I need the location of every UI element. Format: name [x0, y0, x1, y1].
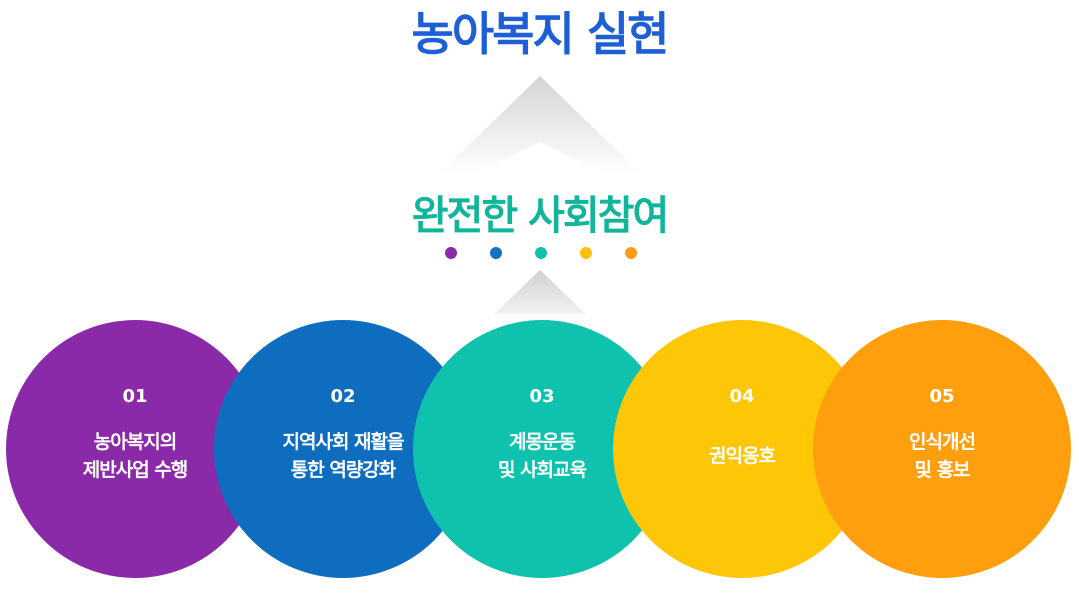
item-label-line: 권익옹호: [709, 445, 776, 467]
dot-purple: [445, 247, 457, 259]
lower-chevron-arrow-icon: [494, 270, 586, 314]
item-number: 01: [122, 386, 148, 407]
color-dots: [439, 247, 639, 261]
dot-yellow: [580, 247, 592, 259]
item-label: 권익옹호: [613, 442, 871, 470]
item-circle-05: 05 인식개선 및 홍보: [813, 320, 1071, 578]
item-label-line: 제반사업 수행: [82, 459, 189, 481]
dot-teal: [535, 247, 547, 259]
item-number: 04: [729, 386, 755, 407]
goal-title: 농아복지 실현: [411, 7, 670, 61]
item-number: 03: [529, 386, 555, 407]
item-circle-02: 02 지역사회 재활을 통한 역량강화: [214, 320, 472, 578]
participation-title: 완전한 사회참여: [411, 193, 670, 239]
item-label-line: 및 홍보: [914, 459, 970, 481]
upper-chevron-arrow-icon: [439, 76, 641, 174]
item-label: 계몽운동 및 사회교육: [413, 428, 671, 484]
item-label: 농아복지의 제반사업 수행: [6, 428, 264, 484]
item-label-line: 통한 역량강화: [290, 459, 397, 481]
item-circle-03: 03 계몽운동 및 사회교육: [413, 320, 671, 578]
item-label-line: 인식개선: [909, 431, 976, 453]
dot-blue: [490, 247, 502, 259]
item-label-line: 농아복지의: [93, 431, 177, 453]
item-number: 02: [330, 386, 356, 407]
item-label-line: 및 사회교육: [497, 459, 587, 481]
item-label-line: 지역사회 재활을: [282, 431, 405, 453]
item-label: 지역사회 재활을 통한 역량강화: [214, 428, 472, 484]
dot-orange: [625, 247, 637, 259]
item-label-line: 계몽운동: [509, 431, 576, 453]
item-label: 인식개선 및 홍보: [813, 428, 1071, 484]
item-number: 05: [929, 386, 955, 407]
